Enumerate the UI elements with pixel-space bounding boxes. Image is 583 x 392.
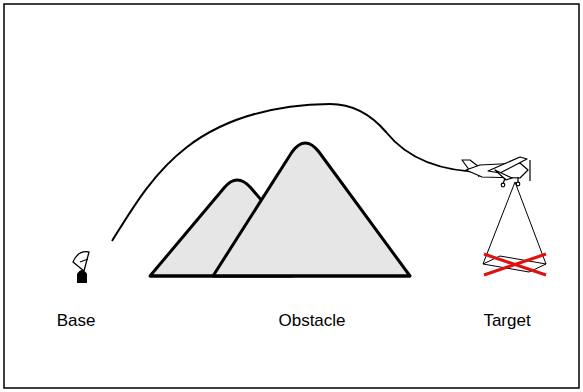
flight-path bbox=[112, 104, 486, 241]
target-label: Target bbox=[483, 311, 530, 331]
target-label-holder: Target bbox=[483, 311, 530, 331]
ground-line bbox=[150, 275, 410, 278]
obstacle-label: Obstacle bbox=[278, 311, 345, 331]
obstacle-label-holder: Obstacle bbox=[278, 311, 345, 331]
camera-footprint bbox=[483, 182, 546, 275]
large-mountain bbox=[213, 143, 410, 276]
antenna-icon bbox=[73, 252, 89, 283]
frame bbox=[4, 4, 579, 388]
plane-icon bbox=[462, 157, 530, 187]
base-label-holder: Base bbox=[57, 311, 96, 331]
base-label: Base bbox=[57, 311, 96, 331]
